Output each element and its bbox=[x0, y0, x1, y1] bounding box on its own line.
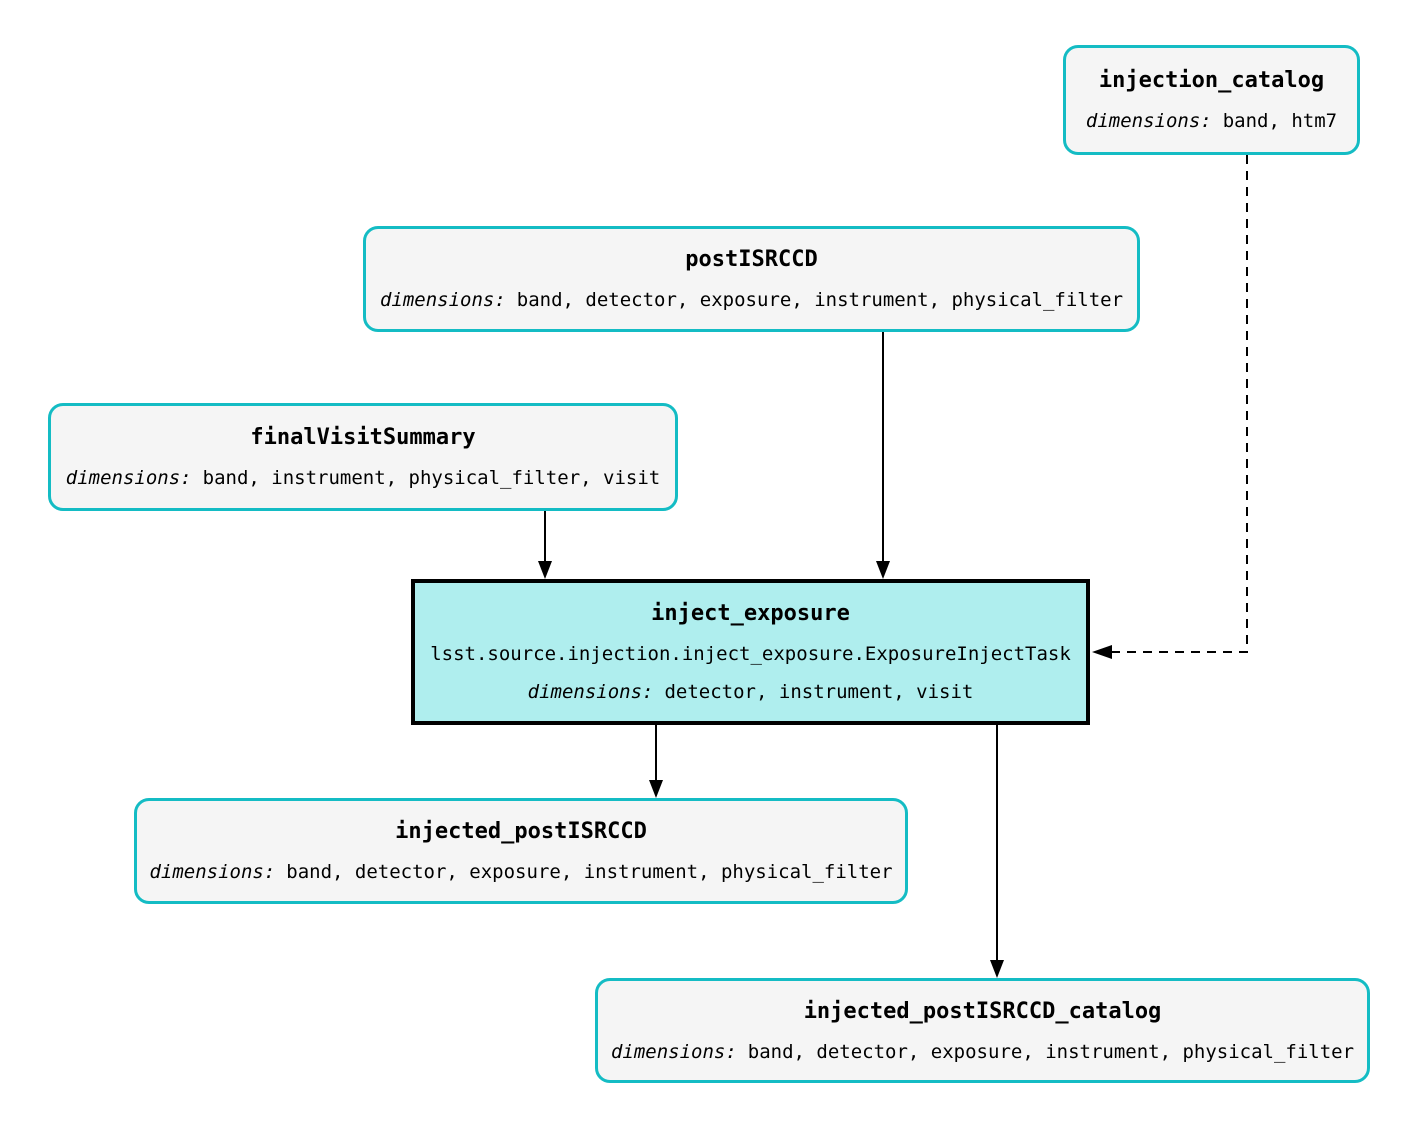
node-dimensions: dimensions: band, detector, exposure, ins… bbox=[380, 288, 1123, 312]
arrowhead-down-icon bbox=[876, 561, 890, 579]
dimensions-value: band, htm7 bbox=[1222, 110, 1338, 132]
dimensions-label: dimensions: bbox=[610, 1040, 737, 1063]
node-title: postISRCCD bbox=[685, 247, 818, 272]
edge-injection-catalog-to-inject-exposure bbox=[1092, 155, 1248, 659]
node-title: inject_exposure bbox=[651, 601, 850, 626]
edge-postisrccd-to-inject-exposure bbox=[876, 332, 890, 579]
dimensions-label: dimensions: bbox=[379, 289, 506, 311]
edge-inject-exposure-to-injected-postisrccd bbox=[649, 725, 663, 798]
node-injection-catalog: injection_catalog dimensions: band, htm7 bbox=[1063, 45, 1360, 155]
node-dimensions: dimensions: band, instrument, physical_fi… bbox=[66, 466, 660, 490]
dimensions-label: dimensions: bbox=[527, 681, 654, 703]
task-class-path: lsst.source.injection.inject_exposure.Ex… bbox=[430, 643, 1071, 665]
node-finalvisitsummary: finalVisitSummary dimensions: band, instr… bbox=[48, 403, 678, 511]
node-title: injection_catalog bbox=[1098, 68, 1325, 93]
dimensions-value: band, detector, exposure, instrument, ph… bbox=[747, 1040, 1355, 1063]
arrowhead-down-icon bbox=[990, 960, 1004, 978]
dimensions-label: dimensions: bbox=[149, 861, 276, 883]
edge-inject-exposure-to-injected-postisrccd-catalog bbox=[990, 725, 1004, 978]
arrowhead-down-icon bbox=[538, 561, 552, 579]
node-dimensions: dimensions: band, detector, exposure, ins… bbox=[611, 1040, 1354, 1064]
node-title: finalVisitSummary bbox=[250, 425, 476, 450]
arrowhead-left-icon bbox=[1092, 645, 1112, 659]
edge-finalvisitsummary-to-inject-exposure bbox=[538, 511, 552, 579]
node-inject-exposure-task: inject_exposure lsst.source.injection.in… bbox=[411, 579, 1090, 725]
node-postisrccd: postISRCCD dimensions: band, detector, ex… bbox=[363, 226, 1140, 332]
node-title: injected_postISRCCD bbox=[395, 819, 647, 844]
dimensions-label: dimensions: bbox=[65, 467, 192, 489]
node-dimensions: dimensions: detector, instrument, visit bbox=[528, 680, 974, 704]
dimensions-value: band, detector, exposure, instrument, ph… bbox=[286, 861, 893, 883]
node-dimensions: dimensions: band, detector, exposure, ins… bbox=[149, 860, 892, 884]
arrowhead-down-icon bbox=[649, 780, 663, 798]
node-title: injected_postISRCCD_catalog bbox=[803, 998, 1162, 1024]
dimensions-value: band, instrument, physical_filter, visit bbox=[202, 467, 661, 489]
node-dimensions: dimensions: band, htm7 bbox=[1086, 109, 1337, 133]
node-injected-postisrccd-catalog: injected_postISRCCD_catalog dimensions: b… bbox=[595, 978, 1370, 1083]
node-injected-postisrccd: injected_postISRCCD dimensions: band, det… bbox=[134, 798, 908, 904]
dimensions-value: band, detector, exposure, instrument, ph… bbox=[516, 289, 1124, 311]
dimensions-label: dimensions: bbox=[1085, 110, 1212, 132]
dimensions-value: detector, instrument, visit bbox=[664, 681, 974, 703]
